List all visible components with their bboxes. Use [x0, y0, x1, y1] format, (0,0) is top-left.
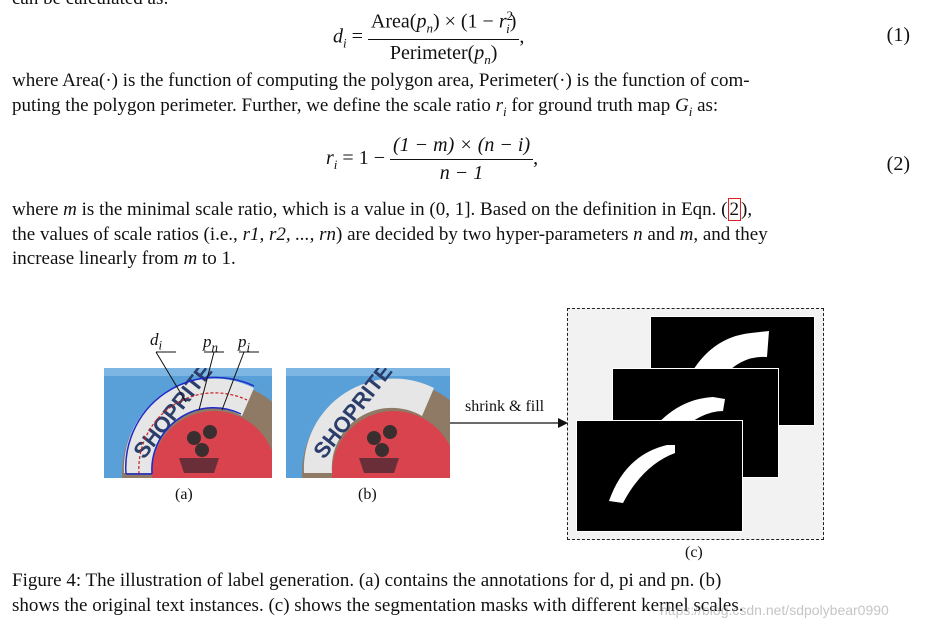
- sublabel-c: (c): [685, 544, 703, 561]
- annotation-arrows: [155, 351, 259, 411]
- equation-2: ri = 1 − (1 − m) × (n − i) n − 1 ,: [326, 134, 539, 184]
- photo-a-annotated: SHOPRITE: [104, 368, 272, 478]
- paragraph-2-line-3: increase linearly from m to 1.: [12, 248, 236, 269]
- equation-2-number: (2): [886, 153, 910, 175]
- equation-1: di = Area(pn) × (1 − r2i) Perimeter(pn) …: [333, 8, 525, 67]
- top-text-fragment: can be calculated as:: [12, 0, 169, 11]
- eqn-reference-link[interactable]: 2: [727, 198, 742, 221]
- kernel-mask-3: [576, 420, 743, 532]
- photo-b-original: SHOPRITE: [286, 368, 450, 478]
- shrink-fill-arrow: [450, 418, 568, 428]
- sublabel-b: (b): [358, 486, 377, 503]
- sublabel-a: (a): [175, 486, 193, 503]
- figure-caption-line-2: shows the original text instances. (c) s…: [12, 595, 744, 616]
- paragraph-2-line-1: where m is the minimal scale ratio, whic…: [12, 198, 753, 221]
- label-di: di: [150, 330, 163, 353]
- label-pn: pn: [203, 332, 218, 355]
- paragraph-2-line-2: the values of scale ratios (i.e., r1, r2…: [12, 224, 768, 245]
- figure-4: di pn pi SHOPRITE (a) SHOPRITE: [0, 290, 926, 570]
- watermark: https://blog.csdn.net/sdpolybear0990: [660, 602, 889, 618]
- paragraph-1-line-2: puting the polygon perimeter. Further, w…: [12, 95, 719, 119]
- figure-caption-line-1: Figure 4: The illustration of label gene…: [12, 570, 722, 591]
- label-pi: pi: [238, 332, 251, 355]
- equation-1-number: (1): [886, 24, 910, 46]
- shrink-fill-label: shrink & fill: [465, 398, 545, 415]
- paragraph-1-line-1: where Area(·) is the function of computi…: [12, 70, 750, 91]
